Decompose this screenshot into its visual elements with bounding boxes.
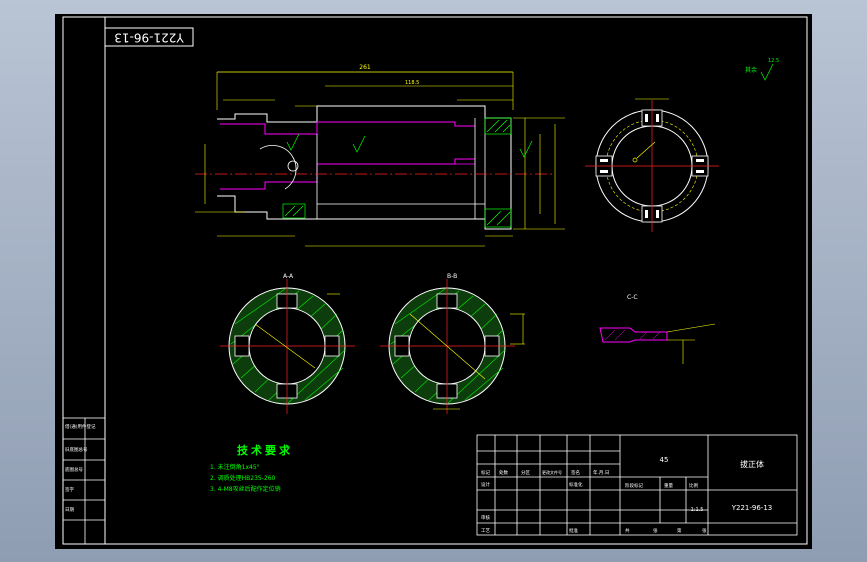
section-bb: B-B bbox=[380, 273, 525, 414]
svg-text:处数: 处数 bbox=[499, 469, 508, 476]
tech-req-item-2: 2. 调质处理HB235-260 bbox=[210, 474, 276, 482]
cad-viewport[interactable]: Y221-96-13 261 118.5 bbox=[55, 14, 812, 549]
tech-requirements: 技术要求 1. 未注倒角1x45° 2. 调质处理HB235-260 3. 4-… bbox=[210, 443, 293, 493]
sheet-border-outer bbox=[62, 16, 808, 545]
svg-text:标准化: 标准化 bbox=[569, 481, 583, 488]
svg-text:其余: 其余 bbox=[745, 66, 757, 74]
svg-text:更改文件号: 更改文件号 bbox=[542, 469, 562, 475]
svg-text:重量: 重量 bbox=[664, 482, 673, 489]
roughness-note: 其余 12.5 bbox=[745, 58, 779, 81]
svg-text:审核: 审核 bbox=[481, 514, 490, 521]
section-cc-label: C-C bbox=[627, 294, 638, 301]
front-view: 261 118.5 bbox=[195, 64, 565, 247]
svg-text:12.5: 12.5 bbox=[768, 58, 779, 64]
section-bb-label: B-B bbox=[447, 273, 457, 280]
drawing-sheet: Y221-96-13 261 118.5 bbox=[62, 16, 808, 545]
tech-req-item-1: 1. 未注倒角1x45° bbox=[210, 463, 260, 471]
material: 45 bbox=[660, 456, 669, 464]
title-block bbox=[476, 434, 798, 536]
svg-text:阶段标记: 阶段标记 bbox=[625, 482, 643, 489]
svg-text:分区: 分区 bbox=[521, 469, 530, 476]
strip-label-4: 日期 bbox=[65, 507, 74, 513]
svg-text:工艺: 工艺 bbox=[481, 528, 490, 534]
svg-text:签名: 签名 bbox=[571, 469, 580, 476]
number-stamp-text: Y221-96-13 bbox=[114, 31, 184, 45]
end-view bbox=[585, 98, 719, 232]
svg-text:比例: 比例 bbox=[689, 482, 698, 489]
svg-text:批准: 批准 bbox=[569, 527, 578, 534]
sheet-border-inner bbox=[104, 16, 808, 545]
strip-label-3: 签字 bbox=[65, 486, 74, 493]
dim-right: 118.5 bbox=[405, 80, 419, 86]
strip-label-1: 旧底图总号 bbox=[65, 446, 88, 453]
svg-text:第: 第 bbox=[677, 527, 682, 534]
part-name: 拔正体 bbox=[740, 459, 764, 469]
svg-text:张: 张 bbox=[653, 527, 658, 534]
svg-text:张: 张 bbox=[702, 527, 707, 534]
scale: 1:1.5 bbox=[691, 507, 704, 513]
strip-label-0: 借(通)用件登记 bbox=[65, 423, 96, 430]
section-cc: C-C bbox=[599, 294, 716, 364]
number-stamp: Y221-96-13 bbox=[104, 27, 194, 47]
dim-overall: 261 bbox=[359, 64, 371, 71]
svg-text:标记: 标记 bbox=[481, 469, 490, 476]
section-aa: A-A bbox=[220, 273, 355, 414]
drawing-number: Y221-96-13 bbox=[731, 504, 773, 512]
svg-text:共: 共 bbox=[625, 527, 630, 534]
left-strip bbox=[62, 417, 106, 545]
svg-text:年.月.日: 年.月.日 bbox=[593, 469, 609, 476]
svg-text:设计: 设计 bbox=[481, 481, 490, 488]
strip-label-2: 底图总号 bbox=[65, 466, 83, 473]
tech-req-title: 技术要求 bbox=[237, 443, 293, 457]
tech-req-item-3: 3. 4-M8攻丝后配作定位销 bbox=[210, 485, 281, 493]
section-aa-label: A-A bbox=[283, 273, 294, 280]
